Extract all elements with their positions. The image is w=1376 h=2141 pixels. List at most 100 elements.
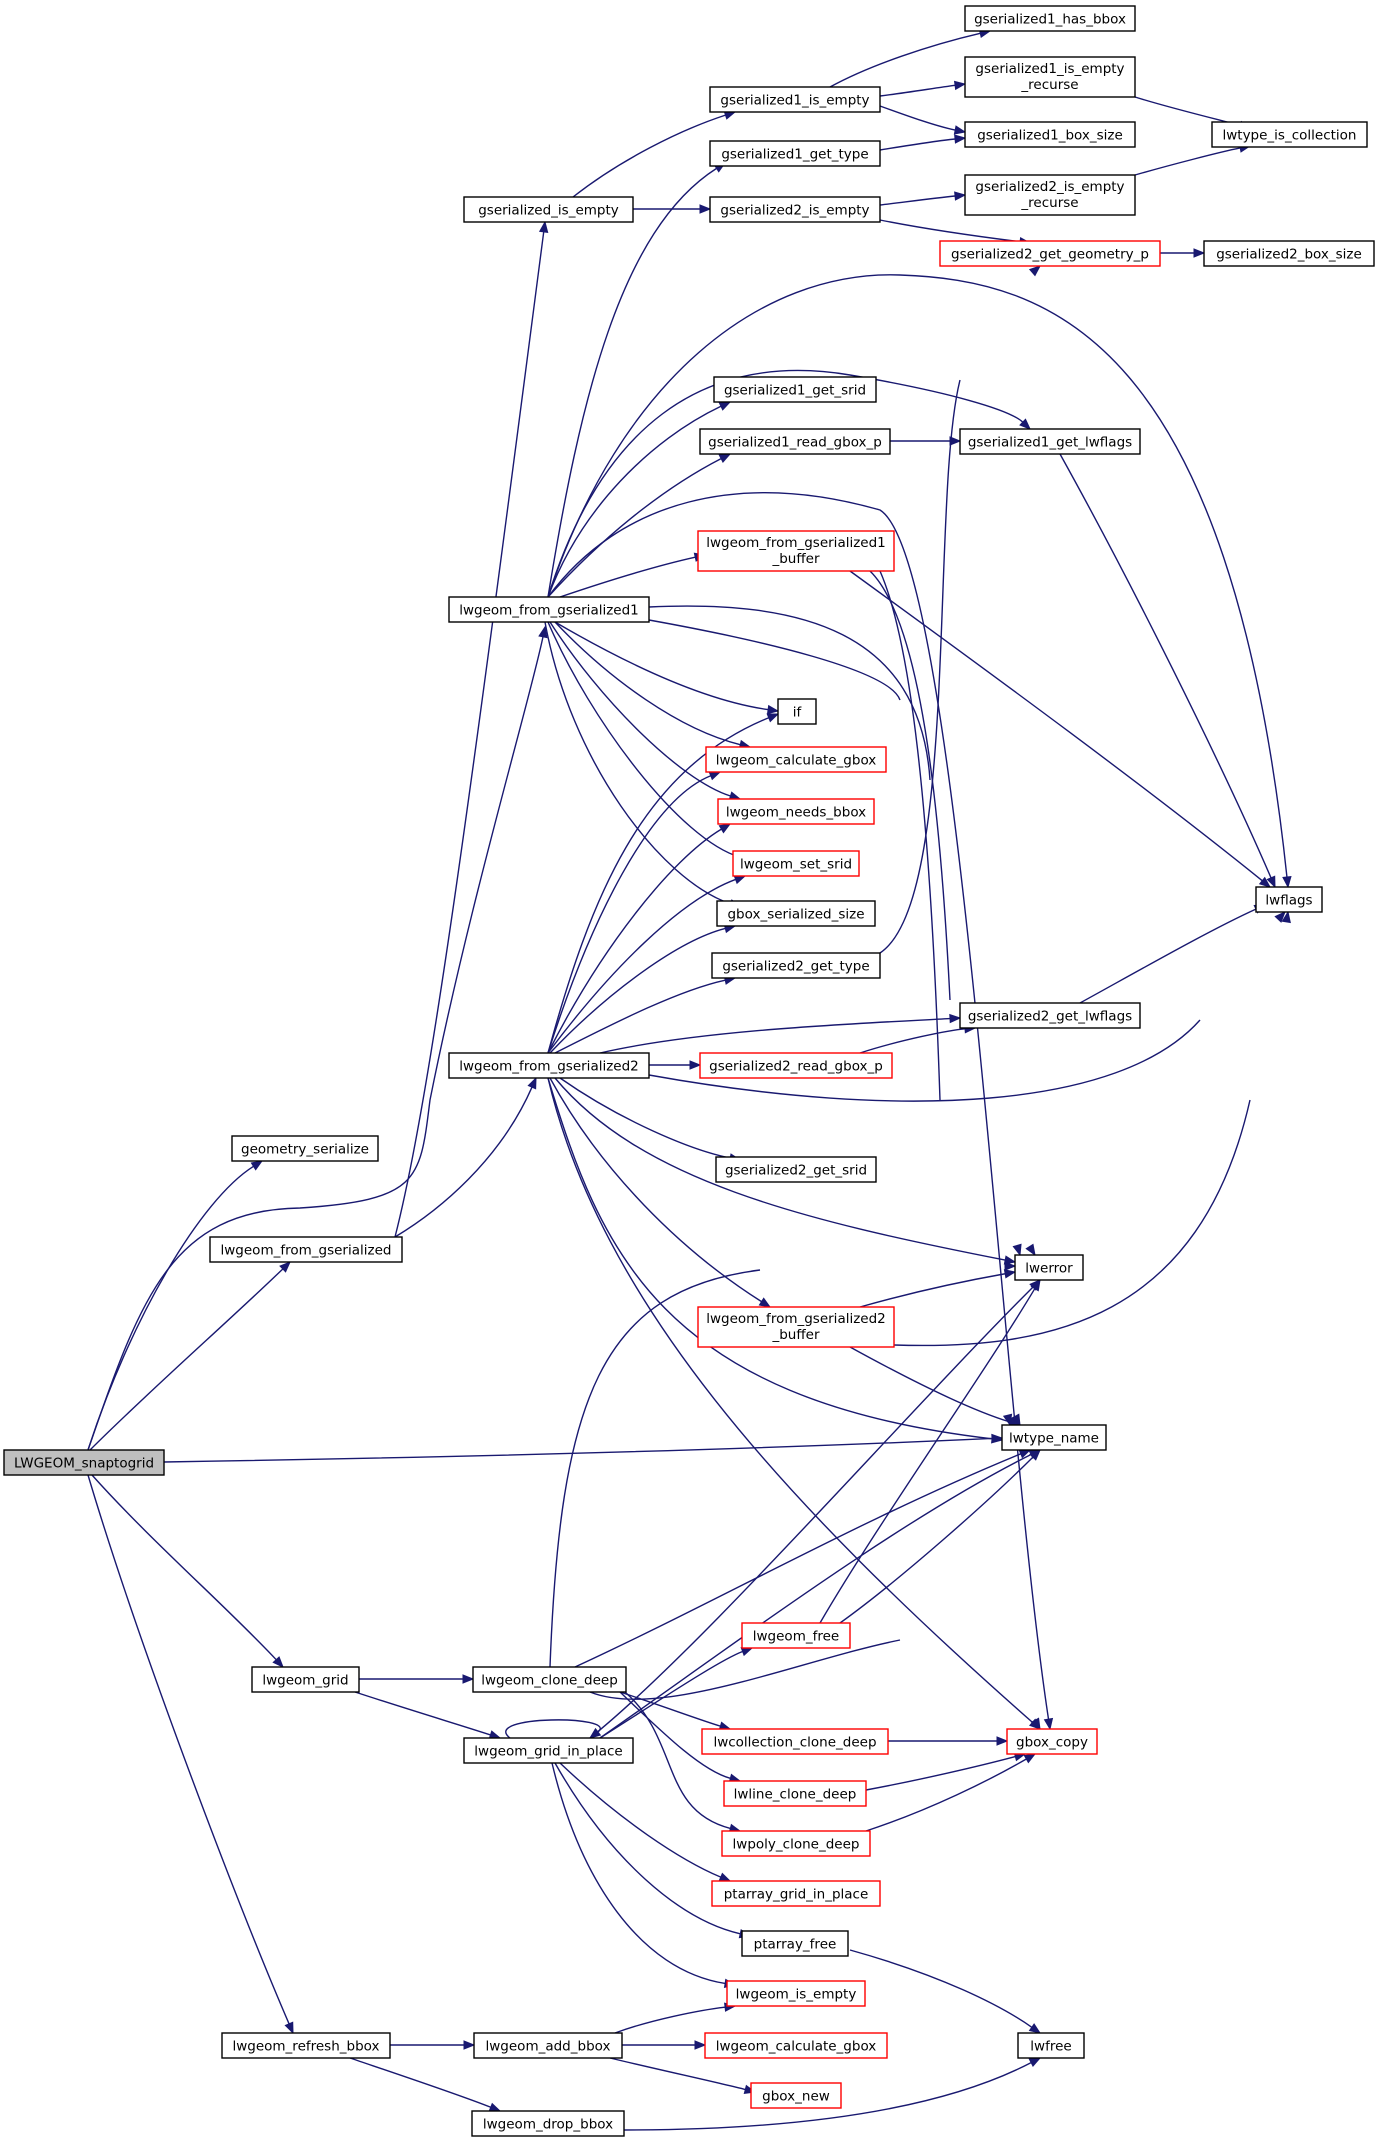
node-lwline-clone-deep[interactable]: lwline_clone_deep (723, 1780, 867, 1807)
node-gserialized-is-empty[interactable]: gserialized_is_empty (463, 196, 634, 223)
edge-lwgeom_from_gserialized2-to-lwgeom_needs_bbox (547, 823, 732, 1054)
edge-lwgeom_from_gserialized1-to-lwflags (547, 274, 1292, 889)
node-box (704, 2032, 888, 2059)
edge-lwgeom_add_bbox-to-lwgeom_is_empty (614, 2002, 737, 2034)
edge-lwgeom_grid_in_place-to-lwtype_name (599, 1449, 1042, 1739)
edge-line (648, 1019, 1201, 1102)
node-gserialized2-get-type[interactable]: gserialized2_get_type (711, 952, 881, 979)
edge-line (619, 1691, 721, 1727)
node-box (717, 798, 875, 825)
node-geometry-serialize[interactable]: geometry_serialize (231, 1135, 379, 1162)
node-lwgeom-needs-bbox[interactable]: lwgeom_needs_bbox (717, 798, 875, 825)
node-lwgeom-grid-in-place[interactable]: lwgeom_grid_in_place (463, 1737, 634, 1764)
edge-line (1134, 147, 1241, 176)
node-lwgeom-from-gserialized[interactable]: lwgeom_from_gserialized (209, 1236, 403, 1263)
node-lwgeom-calculate-gbox-a[interactable]: lwgeom_calculate_gbox (705, 746, 887, 773)
node-box (726, 1980, 866, 2007)
node-lwgeom-grid[interactable]: lwgeom_grid (251, 1666, 360, 1693)
edge-arrowhead (1012, 1243, 1022, 1257)
edge-arrowhead (689, 1060, 702, 1070)
node-if[interactable]: if (777, 698, 817, 725)
node-gserialized2-get-geometry-p[interactable]: gserialized2_get_geometry_p (939, 240, 1161, 267)
node-lwfree[interactable]: lwfree (1017, 2032, 1085, 2059)
edge-arrowhead (272, 1656, 284, 1668)
node-box (964, 56, 1136, 98)
node-lwgeom-clone-deep[interactable]: lwgeom_clone_deep (472, 1666, 627, 1693)
edge-arrowhead (284, 2021, 294, 2035)
edge-lwgeom_from_gserialized2-to-gserialized2_get_type (554, 975, 737, 1054)
edge-lwpoly_clone_deep-to-gbox_copy (865, 1753, 1037, 1832)
node-gbox-serialized-size[interactable]: gbox_serialized_size (716, 900, 876, 927)
node-box (1255, 886, 1323, 913)
node-lwgeom-from-gserialized2[interactable]: lwgeom_from_gserialized2 (448, 1052, 650, 1079)
node-lwerror[interactable]: lwerror (1014, 1254, 1084, 1281)
edge-arrowhead (953, 80, 967, 91)
edge-gserialized2_is_empty-to-gserialized2_is_empty_recurse (879, 191, 967, 206)
node-gserialized1-is-empty-recurse[interactable]: gserialized1_is_empty_recurse (964, 56, 1136, 98)
node-ptarray-free[interactable]: ptarray_free (741, 1930, 849, 1957)
edge-lwgeom_grid-to-lwgeom_grid_in_place (354, 1691, 502, 1740)
node-lwgeom-from-gserialized2-buffer[interactable]: lwgeom_from_gserialized2_buffer (697, 1306, 895, 1348)
node-gserialized1-box-size[interactable]: gserialized1_box_size (964, 121, 1136, 148)
node-lwgeom-drop-bbox[interactable]: lwgeom_drop_bbox (471, 2110, 625, 2137)
edge-arrowhead (538, 625, 548, 639)
node-gserialized1-get-lwflags[interactable]: gserialized1_get_lwflags (959, 428, 1141, 455)
node-lwgeom-add-bbox[interactable]: lwgeom_add_bbox (473, 2032, 623, 2059)
node-gserialized1-get-srid[interactable]: gserialized1_get_srid (713, 376, 877, 403)
node-lwgeom-free[interactable]: lwgeom_free (741, 1622, 851, 1649)
node-gserialized2-box-size[interactable]: gserialized2_box_size (1203, 240, 1375, 267)
node-gserialized2-get-srid[interactable]: gserialized2_get_srid (715, 1156, 877, 1183)
node-label: lwfree (1030, 2039, 1071, 2055)
node-ptarray-grid-in-place[interactable]: ptarray_grid_in_place (711, 1880, 881, 1907)
node-root[interactable]: LWGEOM_snaptogrid (3, 1449, 165, 1476)
edge-gserialized2_is_empty_recurse-to-lwtype_is_collection (1134, 143, 1252, 176)
node-gserialized2-get-lwflags[interactable]: gserialized2_get_lwflags (959, 1002, 1141, 1029)
edge-arrowhead (718, 453, 732, 464)
node-gserialized1-get-type[interactable]: gserialized1_get_type (709, 140, 881, 167)
node-gserialized1-read-gbox-p[interactable]: gserialized1_read_gbox_p (699, 428, 891, 455)
node-lwcollection-clone-deep[interactable]: lwcollection_clone_deep (701, 1728, 889, 1755)
node-label: lwgeom_from_gserialized (221, 1243, 392, 1259)
node-lwgeom-refresh-bbox[interactable]: lwgeom_refresh_bbox (221, 2032, 391, 2059)
edge-lwgeom_from_gserialized2-to-if (547, 713, 780, 1054)
node-label: _recurse (1020, 195, 1078, 211)
edge-arrowhead (949, 436, 962, 446)
node-gserialized1-has-bbox[interactable]: gserialized1_has_bbox (964, 5, 1136, 32)
node-box (723, 1780, 867, 1807)
edge-arrowhead (1003, 1269, 1017, 1279)
node-gserialized2-is-empty[interactable]: gserialized2_is_empty (709, 196, 881, 223)
node-gserialized2-is-empty-recurse[interactable]: gserialized2_is_empty_recurse (964, 174, 1136, 216)
node-lwgeom-from-gserialized1-buffer[interactable]: lwgeom_from_gserialized1_buffer (697, 530, 895, 572)
node-gserialized1-is-empty[interactable]: gserialized1_is_empty (709, 86, 881, 113)
node-gbox-new[interactable]: gbox_new (750, 2082, 842, 2109)
edge-line (1134, 96, 1241, 127)
edge-arrowhead (718, 823, 732, 834)
edge-lwgeom_clone_deep-to-lwline_clone_deep (619, 1691, 742, 1783)
node-lwgeom-from-gserialized1[interactable]: lwgeom_from_gserialized1 (448, 596, 650, 623)
node-box (939, 240, 1161, 267)
edge-line (547, 828, 722, 1054)
node-label: gbox_new (762, 2089, 830, 2105)
node-label: lwgeom_calculate_gbox (716, 753, 877, 769)
edge-line (849, 1949, 1033, 2028)
edge-line (879, 379, 961, 954)
node-gbox-copy[interactable]: gbox_copy (1006, 1728, 1098, 1755)
node-lwtype-name[interactable]: lwtype_name (1001, 1424, 1107, 1451)
node-lwgeom-set-srid[interactable]: lwgeom_set_srid (732, 850, 860, 877)
edge-line (549, 1269, 761, 1668)
node-lwflags[interactable]: lwflags (1255, 886, 1323, 913)
node-lwpoly-clone-deep[interactable]: lwpoly_clone_deep (721, 1830, 871, 1857)
edge-line (549, 927, 726, 1054)
node-gserialized2-read-gbox-p[interactable]: gserialized2_read_gbox_p (699, 1052, 893, 1079)
edge-arrowhead (250, 1160, 264, 1171)
node-box (448, 1052, 650, 1079)
node-label: gserialized1_is_empty (975, 61, 1124, 77)
edge-line (574, 1453, 1022, 1668)
node-label: lwgeom_needs_bbox (726, 805, 866, 821)
node-layer: LWGEOM_snaptogridgeometry_serializelwgeo… (3, 5, 1375, 2137)
node-lwtype-is-collection[interactable]: lwtype_is_collection (1211, 121, 1368, 148)
edge-line (619, 1691, 731, 1780)
node-lwgeom-calculate-gbox-b[interactable]: lwgeom_calculate_gbox (704, 2032, 888, 2059)
node-lwgeom-is-empty[interactable]: lwgeom_is_empty (726, 1980, 866, 2007)
edge-arrowhead (1028, 2023, 1042, 2034)
